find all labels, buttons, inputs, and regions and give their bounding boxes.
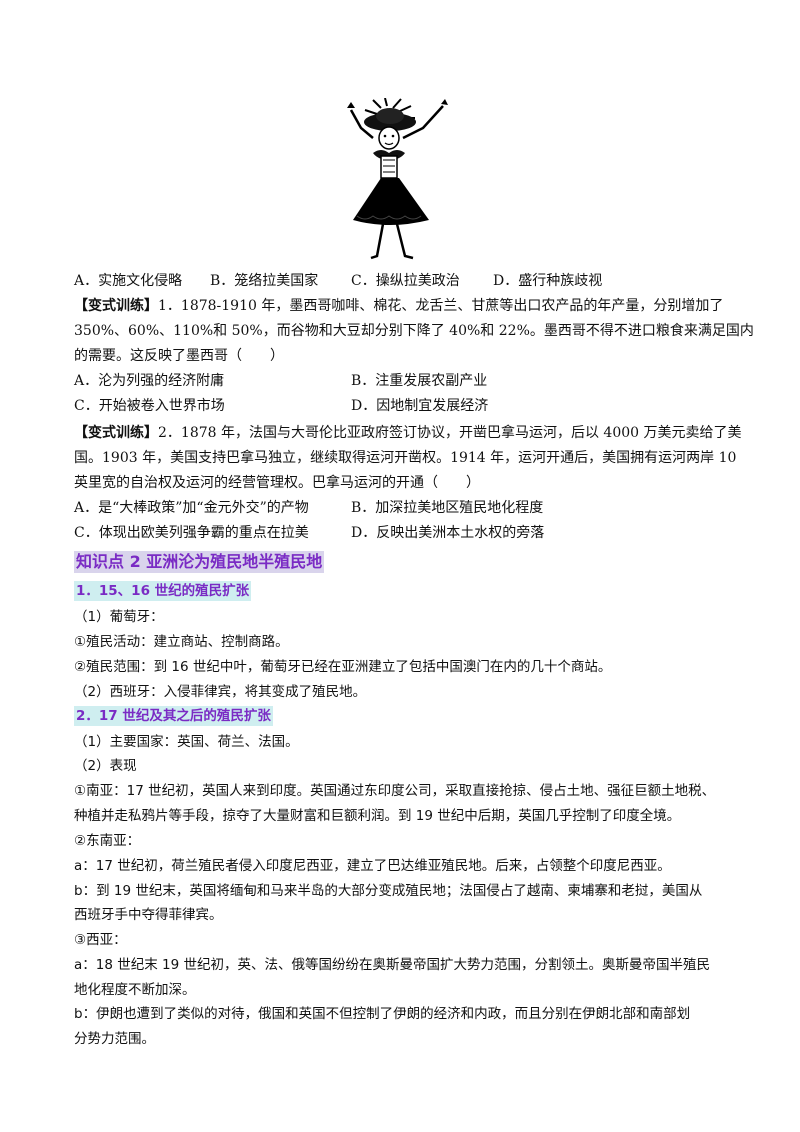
exercise-tag: 【变式训练】	[74, 425, 158, 441]
option-a: A．实施文化侵略	[74, 273, 183, 289]
section1-line4: （2）西班牙：入侵菲律宾，将其变成了殖民地。	[74, 684, 367, 700]
cartoon-figure	[347, 98, 448, 260]
option-c: C．操纵拉美政治	[351, 273, 460, 289]
exercise1-line3: 的需要。这反映了墨西哥（ ）	[74, 348, 284, 364]
option-d: D．盛行种族歧视	[493, 273, 603, 289]
section2-line12: b：伊朗也遭到了类似的对待，俄国和英国不但控制了伊朗的经济和内政，而且分别在伊朗…	[74, 1006, 691, 1022]
section1-line2: ①殖民活动：建立商站、控制商路。	[74, 634, 289, 650]
ex2-option-a: A．是“大棒政策”加“金元外交”的产物	[74, 500, 309, 516]
exercise-tag: 【变式训练】	[74, 298, 158, 314]
exercise1-line2: 350%、60%、110%和 50%，而谷物和大豆却分别下降了 40%和 22%…	[74, 323, 754, 339]
section2-title: 2．17 世纪及其之后的殖民扩张	[74, 706, 273, 726]
section2-line11: 地化程度不断加深。	[74, 982, 196, 998]
section2-line5: ②东南亚：	[74, 833, 141, 849]
section2-line4: 种植并走私鸦片等手段，掠夺了大量财富和巨额利润。到 19 世纪中后期，英国几乎控…	[74, 808, 681, 824]
section2-line9: ③西亚：	[74, 932, 127, 948]
exercise2-line3: 英里宽的自治权及运河的经营管理权。巴拿马运河的开通（ ）	[74, 475, 480, 491]
ex1-option-c: C．开始被卷入世界市场	[74, 398, 225, 414]
ex1-option-b: B．注重发展农副产业	[351, 373, 488, 389]
option-b: B．笼络拉美国家	[210, 273, 319, 289]
section2-line2: （2）表现	[74, 758, 137, 774]
exercise2-line2: 国。1903 年，美国支持巴拿马独立，继续取得运河开凿权。1914 年，运河开通…	[74, 450, 737, 466]
ex2-option-d: D．反映出美洲本土水权的旁落	[351, 525, 545, 541]
ex2-option-c: C．体现出欧美列强争霸的重点在拉美	[74, 525, 309, 541]
ex1-option-d: D．因地制宜发展经济	[351, 398, 489, 414]
ex2-option-b: B．加深拉美地区殖民地化程度	[351, 500, 544, 516]
section1-title: 1．15、16 世纪的殖民扩张	[74, 581, 252, 601]
section1-line1: （1）葡萄牙：	[74, 609, 164, 625]
knowledge-point-title: 知识点 2 亚洲沦为殖民地半殖民地	[74, 551, 325, 573]
section2-line10: a：18 世纪末 19 世纪初，英、法、俄等国纷纷在奥斯曼帝国扩大势力范围，分割…	[74, 957, 711, 973]
section2-line6: a：17 世纪初，荷兰殖民者侵入印度尼西亚，建立了巴达维亚殖民地。后来，占领整个…	[74, 858, 671, 874]
exercise2-line1: 【变式训练】2．1878 年，法国与大哥伦比亚政府签订协议，开凿巴拿马运河，后以…	[74, 425, 742, 441]
section2-line8: 西班牙手中夺得菲律宾。	[74, 907, 223, 923]
section2-line1: （1）主要国家：英国、荷兰、法国。	[74, 734, 299, 750]
ex1-option-a: A．沦为列强的经济附庸	[74, 373, 225, 389]
section2-line13: 分势力范围。	[74, 1031, 155, 1047]
section1-line3: ②殖民范围：到 16 世纪中叶，葡萄牙已经在亚洲建立了包括中国澳门在内的几十个商…	[74, 659, 612, 675]
section2-line3: ①南亚：17 世纪初，英国人来到印度。英国通过东印度公司，采取直接抢掠、侵占土地…	[74, 783, 716, 799]
exercise1-line1: 【变式训练】1．1878-1910 年，墨西哥咖啡、棉花、龙舌兰、甘蔗等出口农产…	[74, 298, 724, 314]
section2-line7: b：到 19 世纪末，英国将缅甸和马来半岛的大部分变成殖民地；法国侵占了越南、柬…	[74, 883, 703, 899]
